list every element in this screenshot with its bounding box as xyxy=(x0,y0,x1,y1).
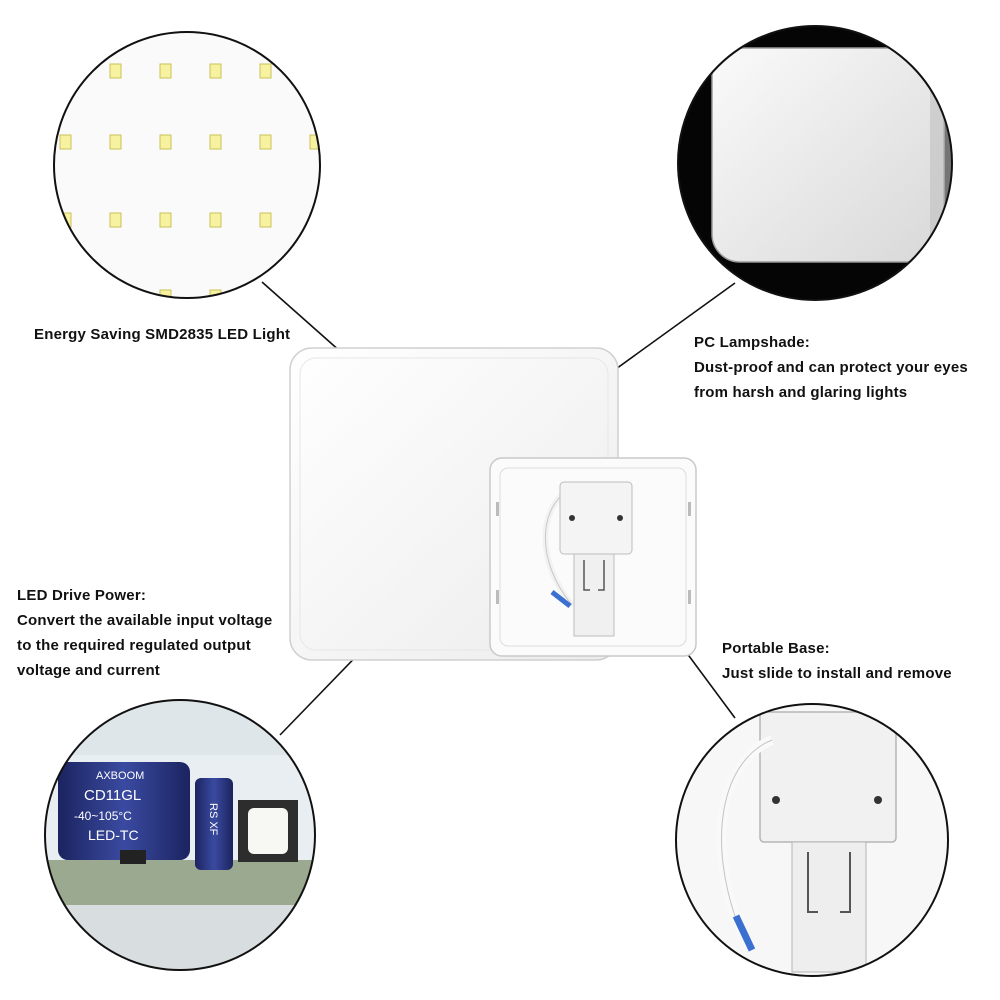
led-chip xyxy=(309,289,320,298)
base-title: Portable Base: xyxy=(722,640,830,657)
lampshade-title: PC Lampshade: xyxy=(694,334,810,351)
led-chip xyxy=(259,212,272,228)
led-chip xyxy=(109,134,122,150)
led-chip xyxy=(309,134,320,150)
led-chip xyxy=(59,289,72,298)
led-chip xyxy=(209,134,222,150)
capacitor2-text: RS XF xyxy=(207,803,219,836)
capacitor-type-text: LED-TC xyxy=(88,827,139,843)
drive-power-title: LED Drive Power: xyxy=(17,587,147,604)
led-chip xyxy=(209,63,222,79)
led-chip xyxy=(309,63,320,79)
base-line-1: Just slide to install and remove xyxy=(722,665,952,682)
capacitor-model-text: CD11GL xyxy=(84,787,141,804)
led-chip xyxy=(109,63,122,79)
drive-power-line-2: to the required regulated output xyxy=(17,637,251,654)
led-chip xyxy=(259,134,272,150)
led-chip xyxy=(59,63,72,79)
capacitor-brand-text: AXBOOM xyxy=(96,770,144,782)
drive-power-detail-circle: AXBOOM CD11GL -40~105°C LED-TC RS XF xyxy=(44,699,316,971)
mounting-base xyxy=(489,457,697,657)
drive-power-line-1: Convert the available input voltage xyxy=(17,612,273,629)
led-chip xyxy=(159,134,172,150)
led-chip xyxy=(259,63,272,79)
led-light-callout: Energy Saving SMD2835 LED Light xyxy=(34,322,290,347)
drive-power-callout: LED Drive Power: Convert the available i… xyxy=(17,583,272,683)
led-detail-circle xyxy=(53,31,321,299)
led-chip xyxy=(109,212,122,228)
lampshade-line-2: from harsh and glaring lights xyxy=(694,384,908,401)
led-light-title: Energy Saving SMD2835 LED Light xyxy=(34,326,291,343)
led-chip xyxy=(209,212,222,228)
led-chip xyxy=(259,289,272,298)
led-chip xyxy=(209,289,222,298)
drive-power-line-3: voltage and current xyxy=(17,662,160,679)
lampshade-line-1: Dust-proof and can protect your eyes xyxy=(694,359,968,376)
led-chip xyxy=(59,134,72,150)
led-chip xyxy=(159,63,172,79)
lampshade-callout: PC Lampshade: Dust-proof and can protect… xyxy=(694,330,968,405)
base-callout: Portable Base: Just slide to install and… xyxy=(722,636,952,686)
lampshade-detail-circle xyxy=(677,25,953,301)
base-detail-circle xyxy=(675,703,949,977)
led-chip xyxy=(109,289,122,298)
led-chip xyxy=(309,212,320,228)
capacitor-temp-text: -40~105°C xyxy=(74,809,132,823)
led-chip xyxy=(159,212,172,228)
